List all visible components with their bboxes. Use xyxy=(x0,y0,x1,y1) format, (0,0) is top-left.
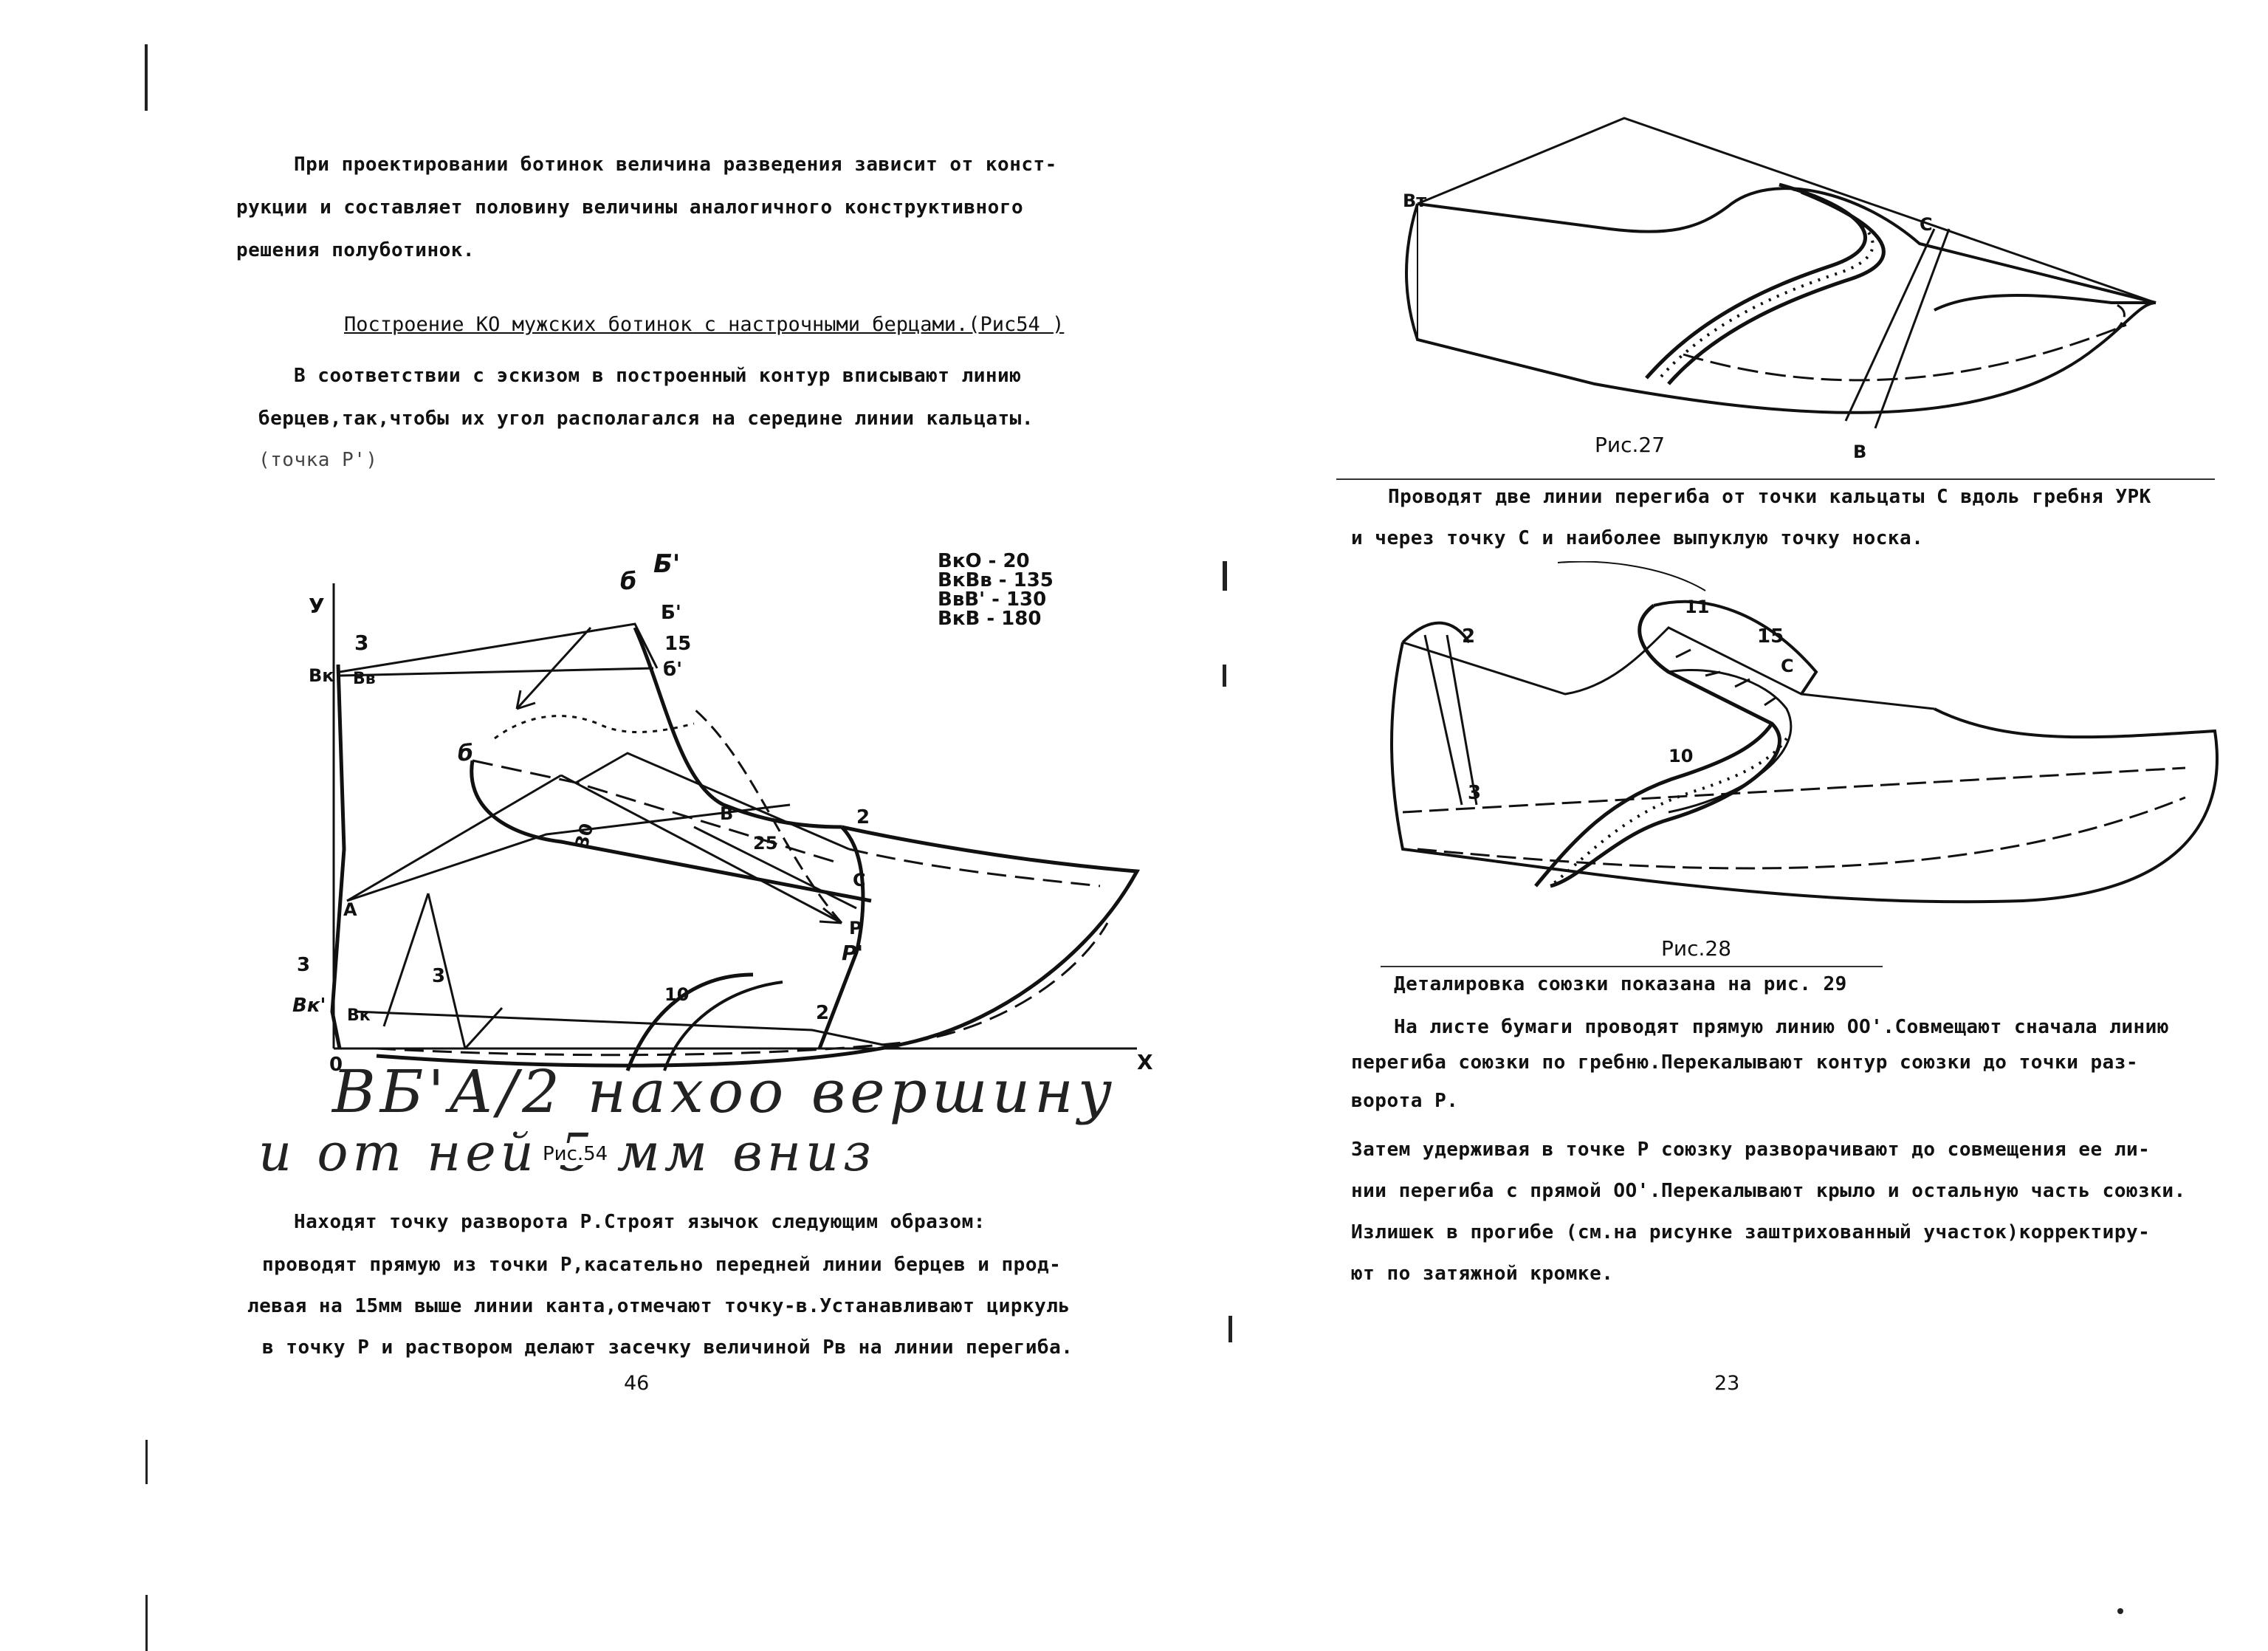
fig28-label-11: 11 xyxy=(1685,597,1709,617)
legend-line-4: ВкВ - 180 xyxy=(938,608,1041,630)
label-a: A xyxy=(343,899,357,920)
label-10: 10 xyxy=(664,984,689,1005)
label-b-top-2: б' xyxy=(663,659,682,681)
detail-text-line-2: перегиба союзки по гребню.Перекалывают к… xyxy=(1351,1051,2139,1074)
para1-line-1: В соответствии с эскизом в построенный к… xyxy=(294,365,1022,387)
gutter-mark xyxy=(1223,665,1226,687)
label-p: Р xyxy=(849,918,862,938)
boot-construction-drawing: ВкО - 20 ВкВв - 135 ВвВ' - 130 ВкВ - 180… xyxy=(292,549,1153,1076)
para2-line-4: в точку Р и раствором делают засечку вел… xyxy=(262,1336,1073,1359)
divider xyxy=(1336,478,2215,480)
para1-line-2: берцев,так,чтобы их угол располагался на… xyxy=(258,408,1034,430)
divider xyxy=(1381,966,1883,967)
label-v: В xyxy=(720,803,733,824)
scan-margin-mark xyxy=(145,1595,148,1651)
legend-line-3: ВвВ' - 130 xyxy=(938,588,1046,611)
label-b-mid: б xyxy=(458,741,473,766)
label-y: У xyxy=(309,594,325,618)
figure-54-caption: Рис.54 xyxy=(543,1143,608,1165)
label-p-prime: Р' xyxy=(842,941,863,965)
left-page-number: 46 xyxy=(624,1372,650,1395)
fig28-label-10: 10 xyxy=(1669,746,1693,766)
scan-speck xyxy=(2117,1608,2123,1614)
detail-text-line-1: На листе бумаги проводят прямую линию OO… xyxy=(1394,1016,2169,1038)
label-3-mid: 3 xyxy=(432,965,445,987)
label-3-top: 3 xyxy=(354,631,368,655)
shoe-figure-27: Вт С В xyxy=(1403,117,2157,462)
gutter-mark xyxy=(1228,1316,1232,1342)
label-30: 30 xyxy=(571,821,598,851)
handwritten-note-line-1: ВБ'А/2 нахоо вершину xyxy=(332,1057,1117,1126)
para2-line-2: проводят прямую из точки Р,касательно пе… xyxy=(262,1254,1062,1276)
label-2-top: 2 xyxy=(856,806,870,828)
fig28-label-c: С xyxy=(1781,656,1794,676)
label-origin: 0 xyxy=(329,1054,343,1076)
label-bk: Вк xyxy=(347,1006,371,1025)
legend-line-2: ВкВв - 135 xyxy=(938,569,1054,591)
fig28-label-3: 3 xyxy=(1468,782,1481,804)
figure-28-caption: Рис.28 xyxy=(1661,936,1732,961)
scan-margin-mark xyxy=(145,44,148,111)
label-x: X xyxy=(1137,1050,1153,1074)
figure-27-caption: Рис.27 xyxy=(1595,433,1666,457)
shoe-figure-28: 2 11 15 С 10 3 xyxy=(1390,561,2219,904)
label-25: 25 xyxy=(753,833,777,854)
label-b-prime-2: Б' xyxy=(661,602,681,624)
right-page-number: 23 xyxy=(1714,1372,1740,1395)
label-vv: Вв xyxy=(353,670,376,688)
para1-line-3: (точка Р') xyxy=(258,449,378,471)
fig27-label-b: В xyxy=(1853,442,1866,462)
label-b-top: б xyxy=(620,567,636,595)
legend-line-1: ВкО - 20 xyxy=(938,550,1030,572)
label-b-prime: Б' xyxy=(653,549,680,579)
fig27-text-line-2: и через точку С и наиболее выпуклую точк… xyxy=(1351,527,1924,549)
fig28-label-2: 2 xyxy=(1462,625,1475,648)
label-vk-top: Вк xyxy=(309,665,334,686)
detail-text-line-4: Затем удерживая в точке Р союзку развора… xyxy=(1351,1139,2151,1161)
intro-line-1: При проектировании ботинок величина разв… xyxy=(294,154,1057,176)
para2-line-1: Находят точку разворота Р.Строят язычок … xyxy=(294,1211,986,1233)
fig28-label-15: 15 xyxy=(1757,625,1784,648)
intro-line-3: решения полуботинок. xyxy=(236,239,475,261)
label-15: 15 xyxy=(664,633,691,655)
intro-line-2: рукции и составляет половину величины ан… xyxy=(236,196,1024,219)
detail-heading: Деталировка союзки показана на рис. 29 xyxy=(1394,973,1847,995)
detail-text-line-7: ют по затяжной кромке. xyxy=(1351,1263,1614,1285)
detail-text-line-3: ворота Р. xyxy=(1351,1090,1459,1112)
label-3-left: 3 xyxy=(297,954,310,976)
fig27-label-vt: Вт xyxy=(1403,190,1426,211)
section-heading: Построение КО мужских ботинок с настрочн… xyxy=(344,313,1065,336)
label-bk-prime: Вк' xyxy=(292,995,326,1017)
fig27-label-c: С xyxy=(1920,214,1933,235)
gutter-mark xyxy=(1223,561,1227,591)
fig27-text-line-1: Проводят две линии перегиба от точки кал… xyxy=(1388,486,2151,508)
detail-text-line-5: нии перегиба с прямой OO'.Перекалывают к… xyxy=(1351,1180,2186,1202)
label-2-bottom: 2 xyxy=(816,1002,829,1024)
para2-line-3: левая на 15мм выше линии канта,отмечают … xyxy=(247,1295,1071,1317)
scan-margin-mark xyxy=(145,1440,148,1484)
detail-text-line-6: Излишек в прогибе (см.на рисунке заштрих… xyxy=(1351,1221,2151,1243)
label-c: С xyxy=(853,870,866,890)
